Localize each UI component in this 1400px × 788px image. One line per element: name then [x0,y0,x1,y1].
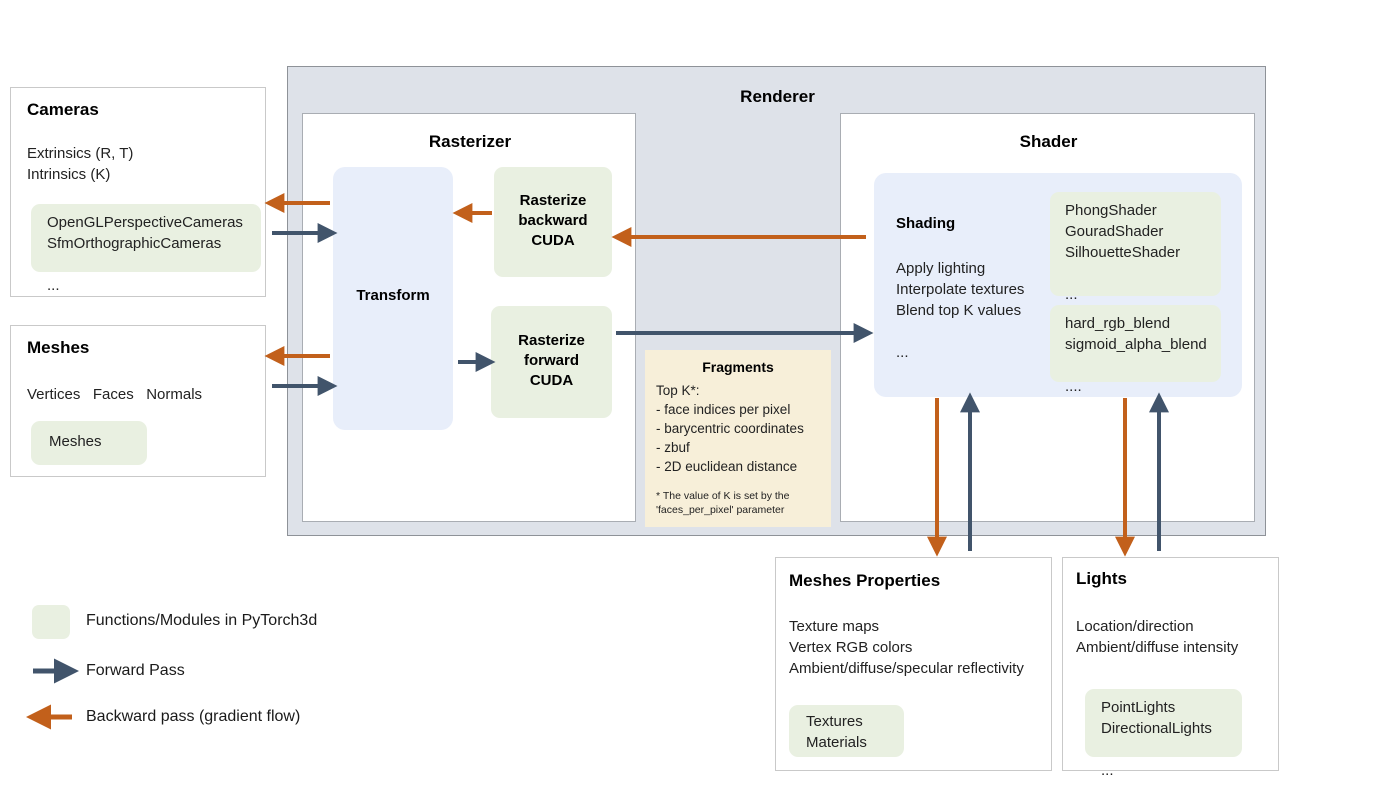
lights-attributes: Location/direction Ambient/diffuse inten… [1076,618,1239,656]
fragments-title: Fragments [702,359,774,375]
cameras-modules-box: OpenGLPerspectiveCameras SfmOrthographic… [31,204,261,294]
lights-modules-box: PointLights DirectionalLights ... [1085,689,1242,779]
meshes-modules-list: Meshes [49,433,102,450]
blend-modules-list: hard_rgb_blend sigmoid_alpha_blend .... [1065,315,1207,395]
fragments-panel: Fragments Top K*: - face indices per pix… [645,350,831,527]
shader-modules-box: PhongShader GouradShader SilhouetteShade… [1050,192,1221,303]
cameras-panel: Cameras Extrinsics (R, T) Intrinsics (K)… [10,87,266,297]
cameras-title: Cameras [27,100,99,119]
rasterize-forward-box: Rasterize forward CUDA [491,306,612,418]
lights-title: Lights [1076,569,1127,588]
cameras-modules-list: OpenGLPerspectiveCameras SfmOrthographic… [47,214,243,294]
meshes-title: Meshes [27,338,90,357]
meshes-properties-attributes: Texture maps Vertex RGB colors Ambient/d… [789,618,1024,719]
transform-box: Transform [333,167,453,430]
shading-label: Shading [896,215,956,232]
lights-modules-list: PointLights DirectionalLights ... [1101,699,1212,779]
rasterizer-title: Rasterizer [428,132,512,151]
transform-label: Transform [356,287,430,304]
blend-modules-box: hard_rgb_blend sigmoid_alpha_blend .... [1050,305,1221,395]
shader-title: Shader [1019,132,1078,151]
meshes-attributes: Vertices Faces Normals [27,386,203,403]
cameras-attributes: Extrinsics (R, T) Intrinsics (K) [27,145,134,183]
meshes-panel: Meshes Vertices Faces Normals Meshes [10,325,266,477]
legend-forward-label: Forward Pass [86,662,185,679]
rasterize-backward-label: Rasterize backward CUDA [518,192,588,249]
lights-panel: Lights Location/direction Ambient/diffus… [1062,557,1279,779]
meshes-properties-modules-list: Textures Materials [806,713,867,751]
fragments-footnote: * The value of K is set by the 'faces_pe… [656,490,790,516]
legend-backward-label: Backward pass (gradient flow) [86,708,301,725]
shader-modules-list: PhongShader GouradShader SilhouetteShade… [1065,202,1181,303]
shading-box: Shading Apply lighting Interpolate textu… [874,173,1242,397]
meshes-modules-box: Meshes [31,421,147,465]
legend-modules-label: Functions/Modules in PyTorch3d [86,612,318,629]
meshes-properties-title: Meshes Properties [789,571,941,590]
fragments-list: Top K*: - face indices per pixel - baryc… [656,383,804,474]
renderer-title: Renderer [740,87,815,106]
meshes-properties-modules-box: Textures Materials [789,705,904,757]
shading-steps: Apply lighting Interpolate textures Blen… [896,260,1025,361]
legend-modules-swatch [32,605,70,639]
rasterize-backward-box: Rasterize backward CUDA [494,167,612,277]
meshes-properties-panel: Meshes Properties Texture maps Vertex RG… [775,557,1052,771]
rasterize-forward-label: Rasterize forward CUDA [518,332,585,389]
